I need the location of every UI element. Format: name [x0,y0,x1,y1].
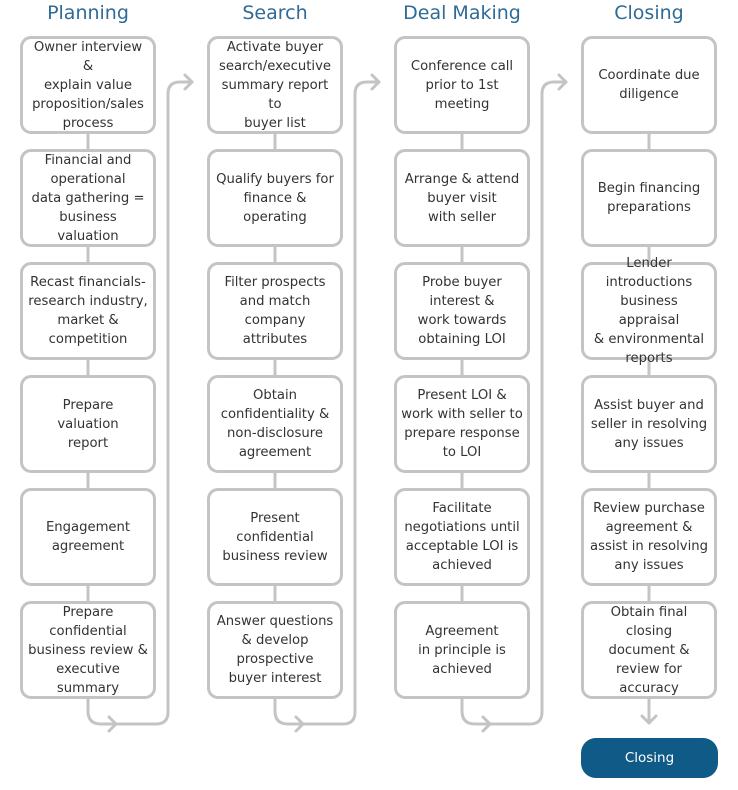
step-label: Prepare confidential business review & e… [28,604,148,696]
step-box-3-3: Probe buyer interest & work towards obta… [394,262,530,360]
column-connector-2 [273,80,381,726]
column-connector-mid-head-3 [481,715,492,733]
step-label: Owner interview & explain value proposit… [32,39,144,131]
step-label: Assist buyer and seller in resolving any… [590,397,708,451]
step-label: Qualify buyers for finance & operating [216,171,334,225]
step-box-2-3: Filter prospects and match company attri… [207,262,343,360]
step-box-2-4: Obtain confidentiality & non-disclosure … [207,375,343,473]
step-box-1-1: Owner interview & explain value proposit… [20,36,156,134]
step-label: Activate buyer search/executive summary … [218,39,331,131]
step-label: Recast financials- research industry, ma… [28,275,148,347]
step-box-1-2: Financial and operational data gathering… [20,149,156,247]
step-label: Prepare valuation report [57,397,119,451]
step-box-4-1: Coordinate due diligence [581,36,717,134]
step-label: Engagement agreement [45,520,131,554]
column-connector-head-3 [557,73,568,91]
column-connector-1 [86,80,194,726]
step-label: Obtain final closing document & review f… [608,604,690,696]
column-connector-mid-head-1 [107,715,118,733]
step-label: Financial and operational data gathering… [31,152,145,244]
final-closing-step: Closing [581,738,718,778]
step-label: Filter prospects and match company attri… [224,275,326,347]
column-title-planning: Planning [47,2,129,24]
step-box-3-6: Agreement in principle is achieved [394,601,530,699]
step-box-3-1: Conference call prior to 1st meeting [394,36,530,134]
step-box-1-6: Prepare confidential business review & e… [20,601,156,699]
column-title-deal-making: Deal Making [403,2,521,24]
column-connector-3 [460,80,568,726]
step-label: Lender introductions business appraisal … [593,256,705,366]
step-box-3-2: Arrange & attend buyer visit with seller [394,149,530,247]
step-box-1-5: Engagement agreement [20,488,156,586]
step-box-3-5: Facilitate negotiations until acceptable… [394,488,530,586]
step-label: Review purchase agreement & assist in re… [590,501,708,573]
step-label: Answer questions & develop prospective b… [216,614,334,686]
step-label: Present LOI & work with seller to prepar… [401,388,523,460]
step-box-2-1: Activate buyer search/executive summary … [207,36,343,134]
column-connector-mid-head-2 [294,715,305,733]
step-box-3-4: Present LOI & work with seller to prepar… [394,375,530,473]
step-label: Conference call prior to 1st meeting [410,58,514,112]
step-box-4-4: Assist buyer and seller in resolving any… [581,375,717,473]
step-label: Arrange & attend buyer visit with seller [404,171,520,225]
step-box-4-3: Lender introductions business appraisal … [581,256,717,366]
column-connector-head-2 [370,73,381,91]
column-title-search: Search [242,2,308,24]
step-box-1-4: Prepare valuation report [20,375,156,473]
step-label: Facilitate negotiations until acceptable… [404,501,520,573]
step-label: Present confidential business review [222,510,328,564]
final-arrow-head [640,714,658,725]
step-label: Coordinate due diligence [598,68,700,102]
step-label: Begin financing preparations [597,181,701,215]
step-box-4-5: Review purchase agreement & assist in re… [581,488,717,586]
step-box-2-5: Present confidential business review [207,488,343,586]
step-box-2-2: Qualify buyers for finance & operating [207,149,343,247]
column-title-closing: Closing [614,2,684,24]
step-label: Obtain confidentiality & non-disclosure … [220,388,330,460]
step-label: Agreement in principle is achieved [418,623,506,677]
step-label: Probe buyer interest & work towards obta… [417,275,507,347]
step-box-4-2: Begin financing preparations [581,149,717,247]
step-box-4-6: Obtain final closing document & review f… [581,601,717,699]
step-box-1-3: Recast financials- research industry, ma… [20,262,156,360]
column-connector-head-1 [183,73,194,91]
step-box-2-6: Answer questions & develop prospective b… [207,601,343,699]
